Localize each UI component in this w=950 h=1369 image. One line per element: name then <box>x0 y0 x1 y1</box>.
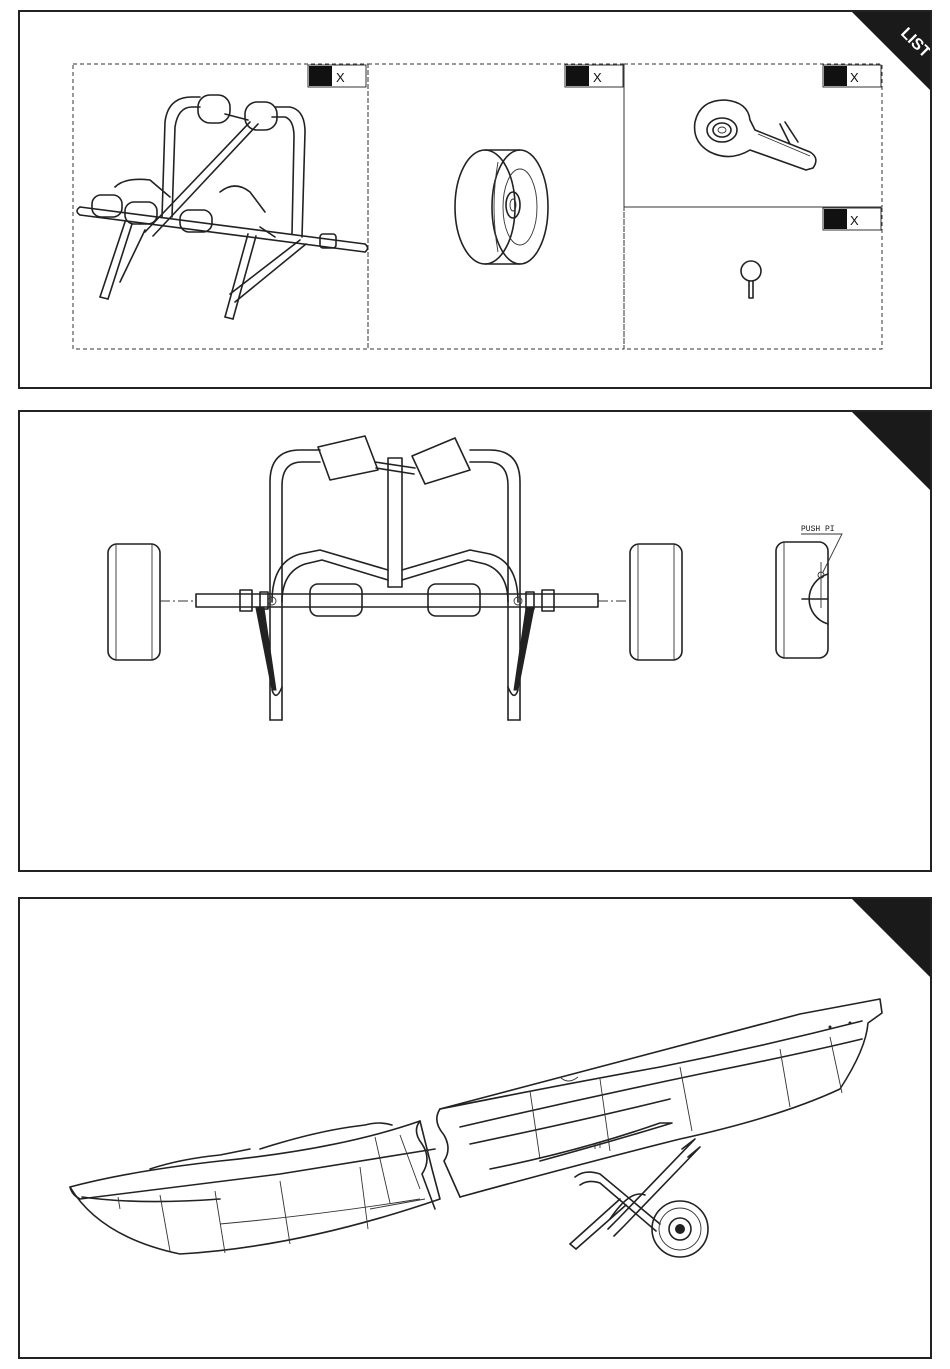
qty-badge-pin: X <box>823 208 881 230</box>
left-wheel <box>108 544 160 660</box>
kayak-bow-section <box>70 1121 440 1254</box>
right-wheel <box>630 544 682 660</box>
parts-list-drawing: X X X X LIST <box>20 12 932 389</box>
kayak-trolley <box>570 1139 708 1257</box>
tie-down-strap-illustration <box>695 100 816 170</box>
part-box-wheel <box>368 64 624 349</box>
svg-text:X: X <box>850 70 859 85</box>
kayak-on-trolley-drawing <box>20 899 932 1359</box>
svg-text:X: X <box>850 213 859 228</box>
push-pin-illustration <box>741 261 761 298</box>
svg-text:X: X <box>593 70 602 85</box>
trolley-frame-illustration <box>77 95 368 319</box>
corner-tab-usage <box>852 899 932 981</box>
qty-badge-strap: X <box>823 65 881 87</box>
parts-list-panel: X X X X LIST <box>18 10 932 389</box>
trolley-front-view-drawing: PUSH PI <box>20 412 932 872</box>
wheel-pin-detail: PUSH PI <box>776 525 842 658</box>
wheel-illustration <box>455 150 548 264</box>
assembly-step-panel: PUSH PI <box>18 410 932 872</box>
qty-badge-wheel: X <box>565 65 623 87</box>
kayak-stern-section <box>440 999 882 1197</box>
qty-badge-frame: X <box>308 65 366 87</box>
part-box-frame <box>73 64 368 349</box>
usage-panel <box>18 897 932 1359</box>
svg-text:X: X <box>336 70 345 85</box>
corner-tab-step <box>852 412 932 494</box>
trolley-frame-front <box>196 436 598 720</box>
svg-text:PUSH PI: PUSH PI <box>801 525 835 534</box>
